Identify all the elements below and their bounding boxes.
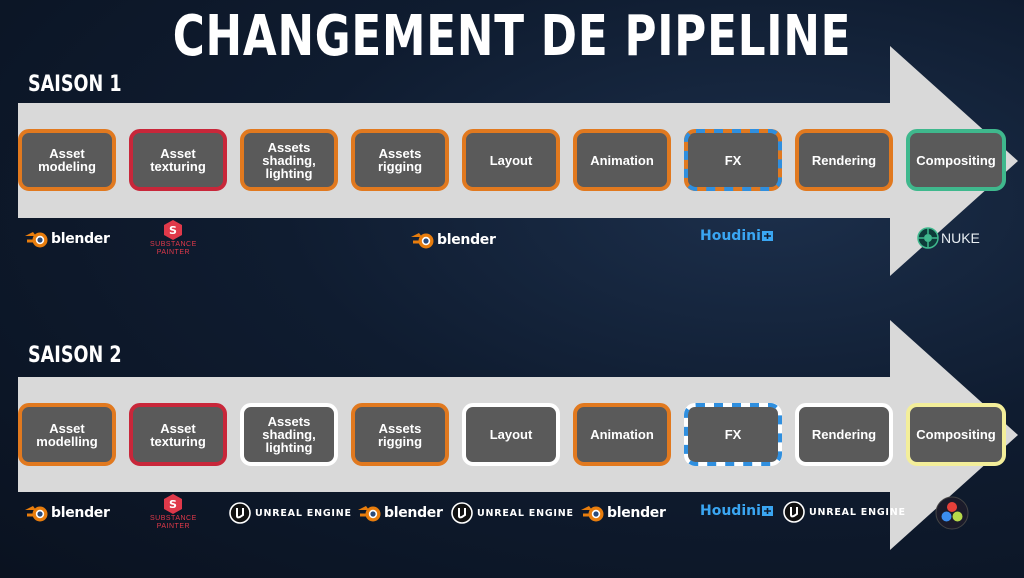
davinci-resolve-logo [935,496,969,530]
fx-dashed-border [684,129,782,191]
blender-icon [25,506,48,522]
step-assets-shading-lighting: Assets shading, lighting [240,129,338,191]
step-assets-shading-lighting: Assets shading, lighting [240,403,338,466]
blender-logo: blender [357,503,443,523]
blender-logo: blender [580,503,666,523]
houdini-logo: Houdini [700,228,774,244]
step-compositing: Compositing [906,129,1006,191]
davinci-resolve-icon [935,496,969,530]
fx-dashed-border [684,403,782,466]
step-assets-rigging: Assets rigging [351,129,449,191]
step-asset-modelling: Asset modelling [18,403,116,466]
page-title: CHANGEMENT DE PIPELINE [172,4,852,69]
step-compositing: Compositing [906,403,1006,466]
houdini-logo: Houdini [700,503,774,519]
step-animation: Animation [573,129,671,191]
step-rendering: Rendering [795,403,893,466]
substance-painter-logo: S SUBSTANCE PAINTER [150,219,197,257]
step-fx: FX [684,403,782,466]
blender-icon [25,232,48,248]
unreal-engine-logo: UNREAL ENGINE [229,502,352,524]
step-rendering: Rendering [795,129,893,191]
substance-painter-icon: S [164,494,183,514]
blender-icon [358,506,381,522]
blender-logo: blender [410,230,496,250]
step-animation: Animation [573,403,671,466]
step-layout: Layout [462,129,560,191]
step-assets-rigging: Assets rigging [351,403,449,466]
substance-painter-icon: S [164,220,183,240]
step-fx: FX [684,129,782,191]
step-asset-texturing: Asset texturing [129,129,227,191]
nuke-logo: NUKE [917,227,980,249]
svg-text:S: S [169,224,177,237]
substance-painter-logo: S SUBSTANCE PAINTER [150,493,197,531]
step-asset-texturing: Asset texturing [129,403,227,466]
step-asset-modeling: Asset modeling [18,129,116,191]
blender-icon [581,506,604,522]
step-layout: Layout [462,403,560,466]
svg-text:S: S [169,498,177,511]
houdini-icon [761,231,773,241]
season-1-label: SAISON 1 [28,72,122,97]
unreal-engine-logo: UNREAL ENGINE [783,501,906,523]
houdini-icon [761,506,773,516]
nuke-icon [917,227,939,249]
unreal-engine-icon [451,502,473,524]
blender-icon [411,233,434,249]
unreal-engine-logo: UNREAL ENGINE [451,502,574,524]
unreal-engine-icon [783,501,805,523]
unreal-engine-icon [229,502,251,524]
season-2-label: SAISON 2 [28,343,122,368]
blender-logo: blender [24,229,110,249]
blender-logo: blender [24,503,110,523]
